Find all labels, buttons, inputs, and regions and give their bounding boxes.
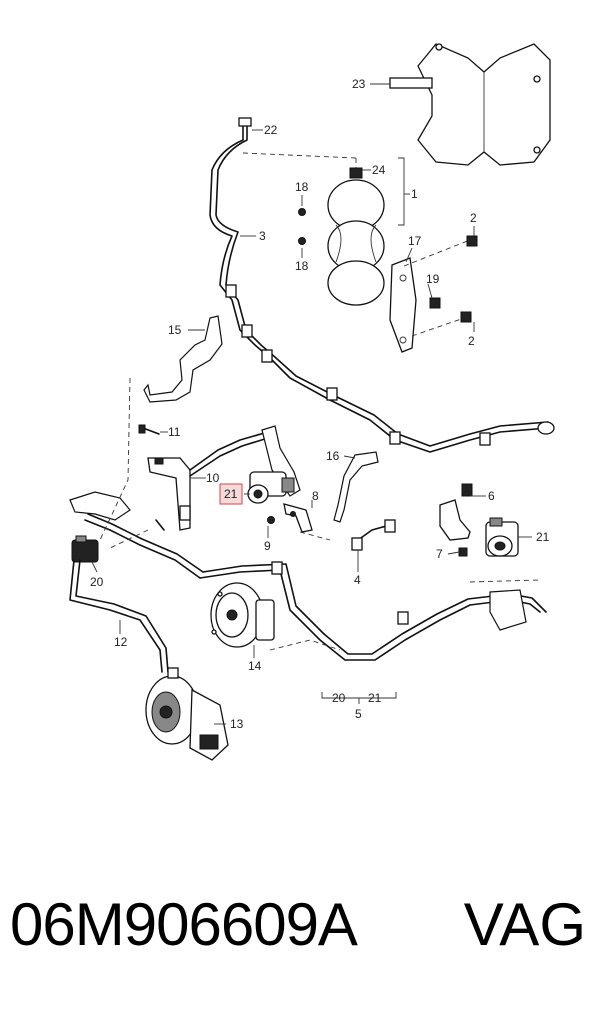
callout-8: 8	[312, 489, 319, 503]
parts-diagram: 22 23 24 1 18 18 17 2 19 2 3 15 11 16 10…	[69, 43, 555, 761]
bracket-6-7	[439, 483, 473, 557]
callout-24: 24	[372, 163, 386, 177]
bolt-11	[138, 424, 160, 435]
callout-21-highlighted: 21	[224, 487, 238, 501]
hose-12	[69, 559, 169, 673]
clip-8	[283, 503, 313, 533]
callout-1: 1	[411, 187, 418, 201]
vacuum-line-3	[209, 117, 555, 453]
assembly-boundary-lines	[99, 377, 541, 704]
callout-4: 4	[354, 573, 361, 587]
mounting-bracket-part	[389, 235, 478, 353]
callout-23: 23	[352, 77, 366, 91]
callout-12: 12	[114, 635, 128, 649]
callout-14: 14	[248, 659, 262, 673]
callout-18-bottom: 18	[295, 259, 309, 273]
vacuum-reservoir-part	[242, 152, 405, 306]
brand-label: VAG	[463, 891, 586, 958]
hose-16	[333, 451, 379, 523]
callout-11: 11	[168, 425, 181, 439]
callout-20-left: 20	[90, 575, 104, 589]
bracket-10	[147, 431, 269, 531]
nut-9	[267, 516, 275, 524]
solenoid-valve-21-right	[485, 517, 519, 557]
valve-20-left	[69, 491, 204, 579]
connector-4	[351, 519, 396, 551]
callout-10: 10	[206, 471, 220, 485]
callout-2-top: 2	[470, 211, 477, 225]
callout-21-right: 21	[536, 530, 550, 544]
callout-5: 5	[355, 707, 362, 721]
callout-21-bottom: 21	[368, 691, 382, 705]
solenoid-valve-21-center	[247, 425, 301, 504]
vacuum-line-5	[199, 561, 547, 661]
callout-3: 3	[259, 229, 266, 243]
callout-18-top: 18	[295, 180, 309, 194]
callout-labels: 22 23 24 1 18 18 17 2 19 2 3 15 11 16 10…	[90, 77, 550, 731]
callout-7: 7	[436, 547, 443, 561]
pump-assembly-13	[145, 667, 229, 761]
engine-cover-part	[370, 43, 551, 166]
callout-19: 19	[426, 272, 440, 286]
callout-6: 6	[488, 489, 495, 503]
part-number: 06M906609A	[10, 891, 358, 958]
callout-20-bottom: 20	[332, 691, 346, 705]
callout-17: 17	[408, 234, 422, 248]
footer: 06M906609A VAG	[0, 890, 600, 1000]
callout-13: 13	[230, 717, 244, 731]
callout-22: 22	[264, 123, 278, 137]
callout-21-highlight-box	[219, 483, 243, 505]
callout-2-bottom: 2	[468, 334, 475, 348]
vacuum-pump-14	[210, 582, 275, 648]
hose-15	[143, 315, 223, 403]
leader-lines	[91, 129, 532, 725]
callout-15: 15	[168, 323, 182, 337]
callout-16: 16	[326, 449, 340, 463]
callout-9: 9	[264, 539, 271, 553]
